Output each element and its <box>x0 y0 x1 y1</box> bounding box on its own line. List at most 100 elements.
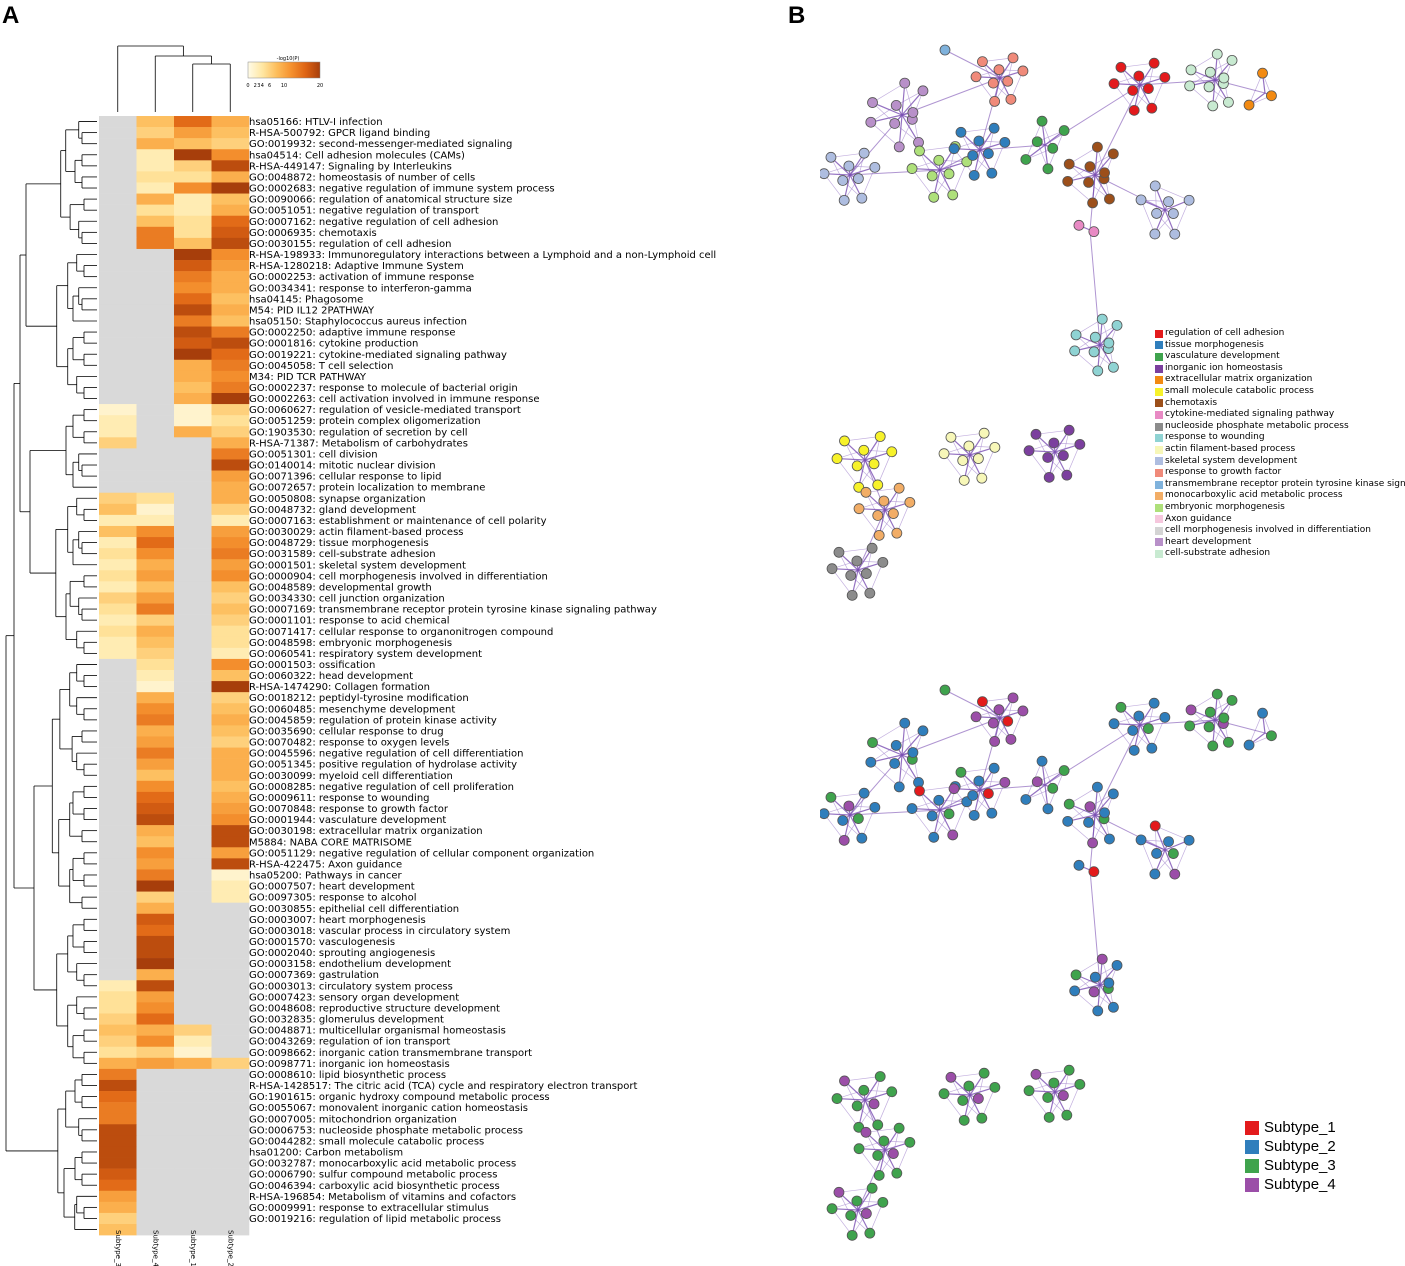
network-node <box>1057 1090 1069 1101</box>
heatmap-cell <box>174 869 212 881</box>
network-node <box>938 1088 950 1100</box>
heatmap-cell <box>136 215 175 228</box>
heatmap-cell <box>211 1024 250 1036</box>
network-node <box>866 542 878 554</box>
network-node <box>914 785 925 797</box>
legend-swatch <box>1155 341 1163 350</box>
network-node <box>899 717 911 729</box>
heatmap-cell <box>174 647 212 660</box>
heatmap-cell <box>99 160 137 172</box>
row-label: GO:0030855: epithelial cell differentiat… <box>249 904 459 915</box>
term-legend-item: skeletal system development <box>1155 456 1405 468</box>
row-label: GO:0003007: heart morphogenesis <box>249 915 426 926</box>
heatmap-cell <box>174 736 212 748</box>
heatmap-cell <box>99 448 137 460</box>
heatmap-cell <box>174 426 212 438</box>
heatmap-cell <box>211 138 250 150</box>
network-node <box>1020 794 1032 805</box>
heatmap-cell <box>211 415 250 427</box>
legend-label: cell morphogenesis involved in different… <box>1165 525 1371 536</box>
heatmap-cell <box>174 592 212 604</box>
network-node <box>890 740 902 751</box>
network-node <box>1257 67 1268 79</box>
legend-swatch <box>1245 1120 1259 1135</box>
heatmap-cell <box>99 359 137 372</box>
heatmap-cell <box>174 415 212 427</box>
heatmap-cell <box>99 969 137 981</box>
legend-label: vasculature development <box>1165 351 1280 362</box>
term-legend-item: cell morphogenesis involved in different… <box>1155 525 1405 537</box>
heatmap-cell <box>99 592 137 604</box>
heatmap-cell <box>99 1179 137 1192</box>
network-node <box>986 167 998 179</box>
heatmap-cell <box>136 1013 175 1025</box>
network-edge <box>952 161 968 196</box>
heatmap-cell <box>136 1113 175 1125</box>
legend-swatch <box>1155 352 1163 361</box>
heatmap-cell <box>99 747 137 759</box>
heatmap-cell <box>99 980 137 992</box>
network-edge <box>1028 450 1050 478</box>
network-edge <box>831 568 853 596</box>
heatmap-cell <box>136 1168 175 1180</box>
term-legend-item: monocarboxylic acid metabolic process <box>1155 490 1405 502</box>
network-node <box>865 116 877 128</box>
heatmap-cell <box>136 260 175 272</box>
network-node <box>826 563 838 575</box>
heatmap-cell <box>99 370 137 383</box>
heatmap-cell <box>99 381 137 394</box>
network-node <box>878 495 890 507</box>
heatmap-cell <box>211 1068 250 1081</box>
network-node <box>1069 345 1081 357</box>
row-label: GO:0045596: negative regulation of cell … <box>249 749 524 760</box>
network-edge <box>1151 717 1166 749</box>
network-node <box>851 1195 863 1207</box>
network-edge <box>836 1098 860 1128</box>
network-node <box>1070 329 1082 341</box>
heatmap-cell <box>211 736 250 748</box>
network-node <box>989 441 1001 453</box>
heatmap-cell <box>174 747 212 759</box>
heatmap-cell <box>136 204 175 217</box>
heatmap-cell <box>211 658 250 671</box>
network-node <box>1243 99 1255 111</box>
network-node <box>1115 701 1127 713</box>
row-label: GO:0001503: ossification <box>249 660 375 671</box>
column-label: Subtype_3 <box>114 1230 122 1266</box>
legend-swatch <box>1245 1177 1259 1192</box>
heatmap-cell <box>99 1046 137 1059</box>
row-label: GO:0030099: myeloid cell differentiation <box>249 771 453 782</box>
network-by-subtype <box>820 684 1277 1241</box>
row-label: GO:0060485: mesenchyme development <box>249 704 455 715</box>
network-node <box>958 1114 970 1126</box>
network-by-term <box>820 44 1277 601</box>
heatmap-cell <box>99 426 137 438</box>
heatmap-cell <box>211 326 250 338</box>
heatmap-cell <box>174 304 212 316</box>
heatmap-cell <box>136 525 175 538</box>
heatmap-cell <box>136 404 175 416</box>
heatmap-cell <box>136 503 175 516</box>
heatmap-cell <box>211 1157 250 1169</box>
network-node <box>867 97 878 108</box>
colorbar-tick-label: 3 <box>257 83 260 89</box>
heatmap-cell <box>211 891 250 903</box>
network-node <box>1108 718 1120 730</box>
heatmap-cell <box>174 1013 212 1025</box>
row-label: hsa01200: Carbon metabolism <box>249 1148 403 1159</box>
heatmap-cell <box>211 193 250 205</box>
network-node <box>1007 52 1019 64</box>
term-legend-item: response to wounding <box>1155 432 1405 444</box>
row-label: GO:0006753: nucleoside phosphate metabol… <box>249 1125 523 1136</box>
panel-a-label: A <box>2 2 20 29</box>
row-label: GO:0008285: negative regulation of cell … <box>249 782 514 793</box>
network-edge <box>950 1072 985 1078</box>
legend-swatch <box>1155 550 1163 559</box>
network-node <box>1218 712 1230 724</box>
heatmap-cell <box>99 1224 137 1236</box>
heatmap-cell <box>136 370 175 383</box>
heatmap-cell <box>136 614 175 626</box>
network-node <box>833 546 845 558</box>
